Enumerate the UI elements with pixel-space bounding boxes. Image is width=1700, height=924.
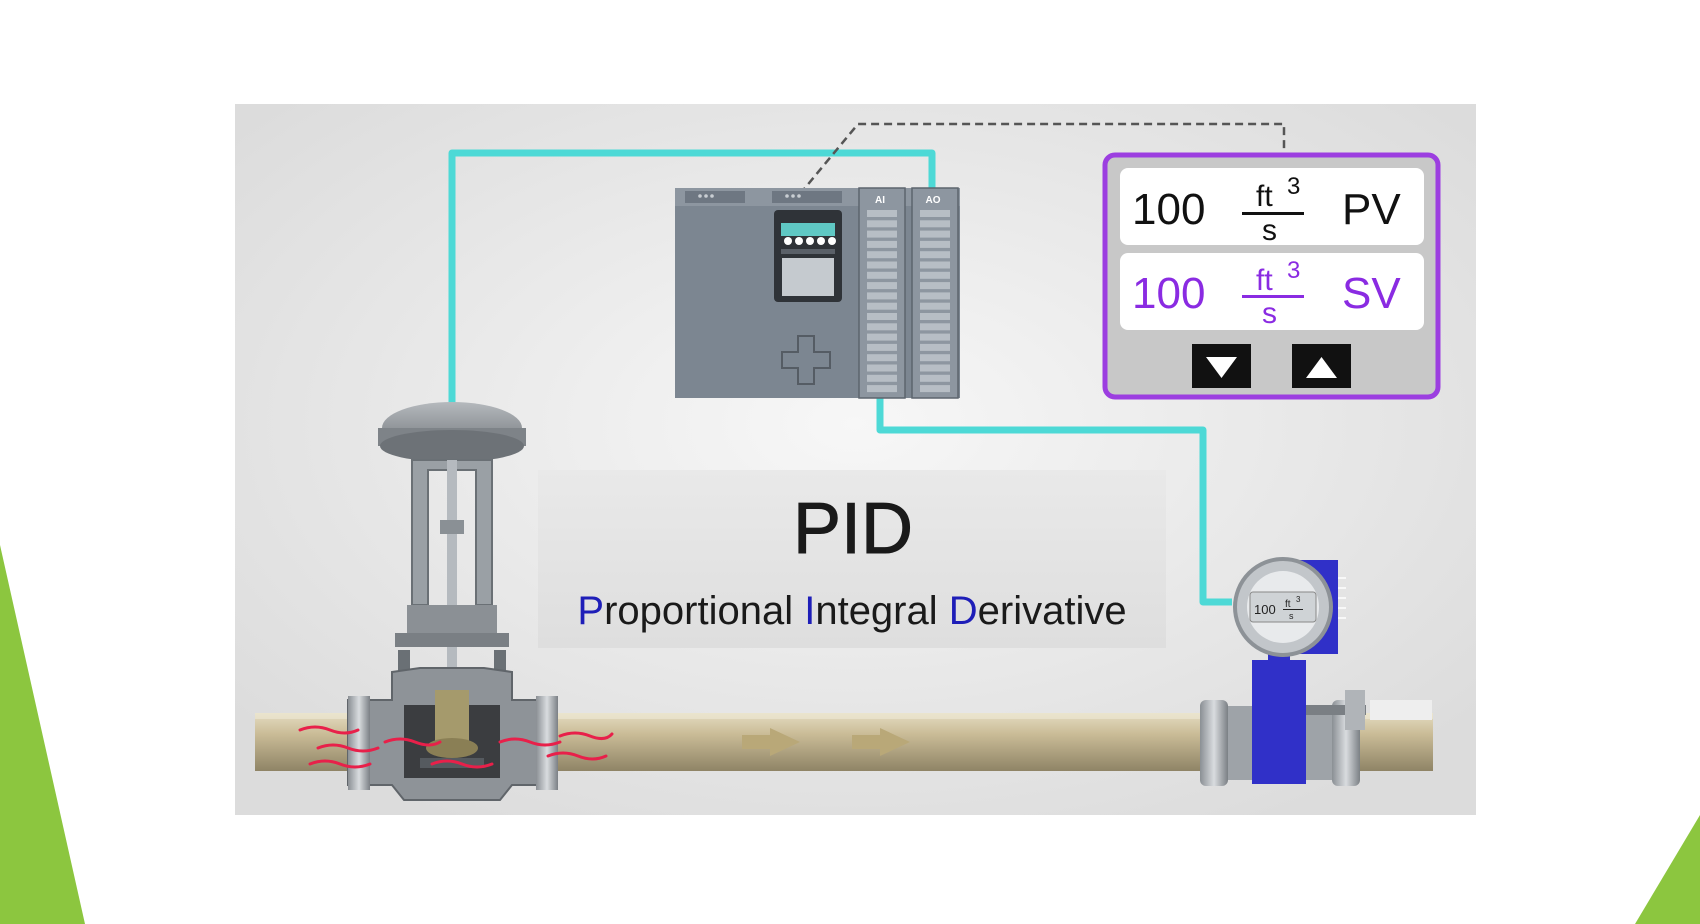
meter-unit-exponent: 3 bbox=[1296, 595, 1301, 604]
sv-fraction-bar bbox=[1242, 295, 1304, 298]
io-terminal bbox=[867, 374, 897, 382]
io-terminal bbox=[920, 323, 950, 331]
io-terminal bbox=[867, 271, 897, 279]
io-terminal bbox=[920, 333, 950, 341]
io-terminal bbox=[867, 210, 897, 217]
meter-display bbox=[1249, 591, 1317, 623]
sv-row bbox=[1120, 253, 1424, 330]
io-terminal bbox=[867, 323, 897, 331]
plc-screen bbox=[782, 258, 834, 296]
sv-label: SV bbox=[1342, 269, 1401, 318]
io-terminal bbox=[920, 240, 950, 248]
sv-unit-numerator: ft bbox=[1256, 264, 1273, 297]
io-terminal bbox=[867, 251, 897, 259]
io-terminal bbox=[920, 374, 950, 382]
title-box: PID Proportional Integral Derivative bbox=[538, 470, 1166, 648]
flow-arrow-icon bbox=[742, 728, 800, 756]
io-terminal bbox=[867, 343, 897, 351]
plc-ao-label: AO bbox=[926, 195, 941, 206]
plc-ai-label: AI bbox=[875, 195, 885, 206]
io-terminal bbox=[867, 230, 897, 238]
io-terminal bbox=[920, 230, 950, 238]
flow-lines bbox=[298, 725, 614, 769]
subtitle-initial-p: P bbox=[577, 589, 604, 633]
io-terminal bbox=[920, 282, 950, 290]
controller-display: 100 ft 3 s PV 100 ft 3 s SV bbox=[1102, 152, 1441, 400]
io-terminal bbox=[867, 333, 897, 341]
io-terminal bbox=[867, 354, 897, 362]
io-terminal bbox=[867, 261, 897, 269]
subtitle-rest-i: ntegral bbox=[815, 589, 948, 633]
title-box-bg bbox=[538, 470, 1166, 648]
subtitle-initial-i: I bbox=[804, 589, 815, 633]
io-terminal bbox=[920, 354, 950, 362]
io-terminal bbox=[920, 251, 950, 259]
ao-terminals bbox=[920, 210, 950, 393]
pv-unit-exponent: 3 bbox=[1287, 173, 1300, 200]
communication-link bbox=[799, 122, 1286, 195]
io-terminal bbox=[920, 271, 950, 279]
meter-value: 100 bbox=[1254, 602, 1276, 617]
io-terminal bbox=[867, 385, 897, 393]
meter-sensor-body bbox=[1252, 660, 1306, 784]
sv-unit-exponent: 3 bbox=[1287, 257, 1300, 284]
ai-terminals bbox=[867, 210, 897, 393]
io-terminal bbox=[867, 364, 897, 372]
triangle-down-icon bbox=[1206, 357, 1237, 378]
meter-unit-denominator: s bbox=[1289, 611, 1294, 621]
plc-dpad-icon bbox=[781, 335, 831, 385]
valve-wire bbox=[448, 149, 936, 404]
pv-unit-denominator: s bbox=[1262, 214, 1277, 247]
triangle-up-icon bbox=[1306, 357, 1337, 378]
sv-unit-denominator: s bbox=[1262, 297, 1277, 330]
pv-label: PV bbox=[1342, 185, 1401, 234]
io-terminal bbox=[920, 343, 950, 351]
io-terminal bbox=[920, 210, 950, 217]
sv-value: 100 bbox=[1132, 269, 1205, 318]
io-terminal bbox=[867, 282, 897, 290]
title-subtitle: Proportional Integral Derivative bbox=[577, 589, 1126, 633]
io-terminal bbox=[920, 292, 950, 300]
subtitle-initial-d: D bbox=[949, 589, 978, 633]
flow-meter: 100 ft 3 s bbox=[1200, 557, 1432, 786]
subtitle-rest-p: roportional bbox=[604, 589, 804, 633]
valve-flange-right bbox=[536, 696, 558, 790]
setpoint-up-button[interactable] bbox=[1292, 344, 1351, 388]
valve-flange-left bbox=[348, 696, 370, 790]
io-terminal bbox=[920, 220, 950, 228]
io-terminal bbox=[920, 261, 950, 269]
title-heading: PID bbox=[793, 489, 913, 569]
plc-controller: AI AO bbox=[675, 187, 960, 399]
pv-row bbox=[1120, 168, 1424, 245]
pv-fraction-bar bbox=[1242, 212, 1304, 215]
io-terminal bbox=[867, 292, 897, 300]
io-terminal bbox=[920, 313, 950, 320]
meter-wire bbox=[876, 390, 1232, 606]
flow-direction-arrows bbox=[742, 728, 910, 756]
flow-arrow-icon bbox=[852, 728, 910, 756]
green-accent-right bbox=[1635, 815, 1700, 924]
pv-value: 100 bbox=[1132, 185, 1205, 234]
green-accent-left bbox=[0, 545, 85, 924]
io-terminal bbox=[867, 302, 897, 310]
meter-unit-numerator: ft bbox=[1285, 599, 1291, 610]
pv-unit-numerator: ft bbox=[1256, 180, 1273, 213]
valve-stem bbox=[447, 460, 457, 690]
control-valve bbox=[298, 402, 614, 801]
meter-flange-left bbox=[1200, 700, 1228, 786]
io-terminal bbox=[867, 240, 897, 248]
io-terminal bbox=[920, 385, 950, 393]
io-terminal bbox=[867, 313, 897, 320]
io-terminal bbox=[867, 220, 897, 228]
signal-wires bbox=[448, 149, 1232, 606]
io-terminal bbox=[920, 302, 950, 310]
setpoint-down-button[interactable] bbox=[1192, 344, 1251, 388]
io-terminal bbox=[920, 364, 950, 372]
subtitle-rest-d: erivative bbox=[978, 589, 1127, 633]
